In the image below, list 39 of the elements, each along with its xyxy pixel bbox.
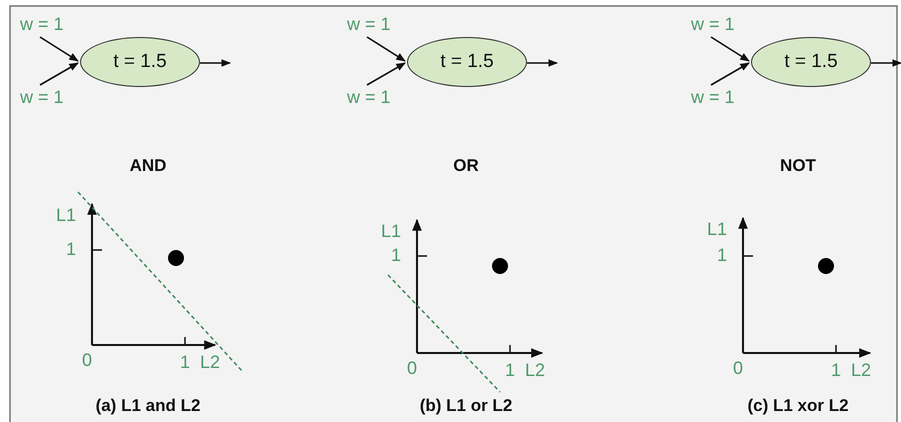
- axis-label: L2: [200, 353, 220, 371]
- tick-label: 1: [831, 361, 842, 379]
- tick-label: 1: [180, 353, 190, 371]
- weight-label: w = 1: [20, 15, 64, 33]
- tick-label: 1: [66, 240, 76, 258]
- arrow: [366, 62, 406, 86]
- weight-label: w = 1: [20, 88, 64, 106]
- tick-label: 1: [391, 246, 402, 264]
- threshold-label: t = 1.5: [440, 51, 494, 73]
- weight-label: w = 1: [347, 88, 391, 106]
- gate-heading: OR: [453, 157, 479, 174]
- tick-label: 1: [505, 361, 516, 379]
- threshold-label: t = 1.5: [113, 51, 167, 73]
- gate-heading: AND: [130, 157, 166, 174]
- tick-label: 0: [407, 359, 418, 377]
- weight-label: w = 1: [691, 88, 735, 106]
- axis-label: L2: [525, 361, 546, 379]
- arrow: [527, 59, 558, 67]
- tick-label: 1: [717, 246, 728, 264]
- arrow: [871, 59, 901, 67]
- arrow: [710, 36, 750, 62]
- panel-caption: (a) L1 and L2: [96, 397, 200, 414]
- panel-caption: (c) L1 xor L2: [747, 397, 849, 414]
- axis-label: L1: [381, 222, 402, 240]
- axis-label: L2: [851, 361, 872, 379]
- axis-label: L1: [56, 206, 76, 224]
- weight-label: w = 1: [691, 15, 735, 33]
- arrow: [40, 36, 79, 62]
- weight-label: w = 1: [347, 15, 391, 33]
- arrow: [40, 62, 79, 86]
- axis-label: L1: [707, 220, 728, 238]
- arrow: [710, 62, 750, 86]
- tick-label: 0: [82, 351, 92, 369]
- tick-label: 0: [733, 359, 744, 377]
- threshold-label: t = 1.5: [784, 51, 838, 73]
- arrow: [366, 36, 406, 62]
- panel-caption: (b) L1 or L2: [420, 397, 512, 414]
- arrow: [200, 59, 231, 67]
- gate-heading: NOT: [780, 157, 816, 174]
